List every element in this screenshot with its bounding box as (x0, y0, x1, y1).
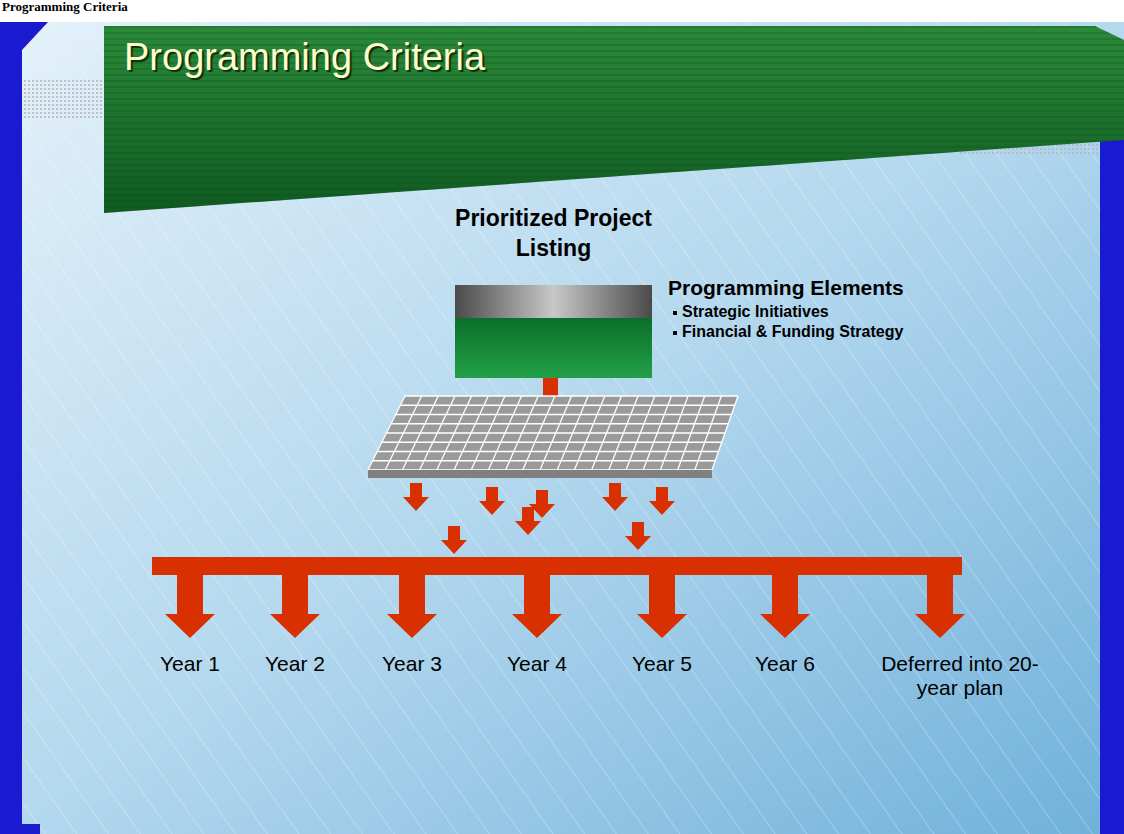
year-label: Year 5 (632, 652, 692, 676)
sieve-grid (368, 396, 738, 470)
falling-arrow (441, 526, 467, 554)
node-heading: Prioritized Project Listing (425, 203, 682, 263)
year-arrow (387, 570, 437, 638)
year-label: Year 4 (507, 652, 567, 676)
falling-arrow (625, 522, 651, 550)
bullet-item: Financial & Funding Strategy (682, 323, 903, 341)
falling-arrow (649, 487, 675, 515)
page-header: Programming Criteria (2, 0, 128, 15)
hopper-top (455, 285, 652, 318)
year-arrow (512, 570, 562, 638)
year-label: Year 2 (265, 652, 325, 676)
falling-arrow (515, 507, 541, 535)
bullet-dot (673, 311, 677, 315)
bullet-item: Strategic Initiatives (682, 303, 829, 321)
distribution-bar (152, 557, 962, 575)
hopper-box: Prioritized Project Listing (455, 285, 652, 378)
falling-arrow (479, 487, 505, 515)
deferred-label: Deferred into 20-year plan (875, 652, 1045, 700)
year-arrow (915, 570, 965, 638)
falling-arrow (403, 483, 429, 511)
year-label: Year 6 (755, 652, 815, 676)
year-label: Year 1 (160, 652, 220, 676)
year-arrow (165, 570, 215, 638)
year-arrow (637, 570, 687, 638)
hopper-body (455, 318, 652, 378)
slide-title: Programming Criteria (124, 36, 485, 79)
year-arrow (270, 570, 320, 638)
elements-heading: Programming Elements (668, 276, 904, 300)
year-arrow (760, 570, 810, 638)
bullet-dot (673, 331, 677, 335)
year-label: Year 3 (382, 652, 442, 676)
falling-arrow (602, 483, 628, 511)
